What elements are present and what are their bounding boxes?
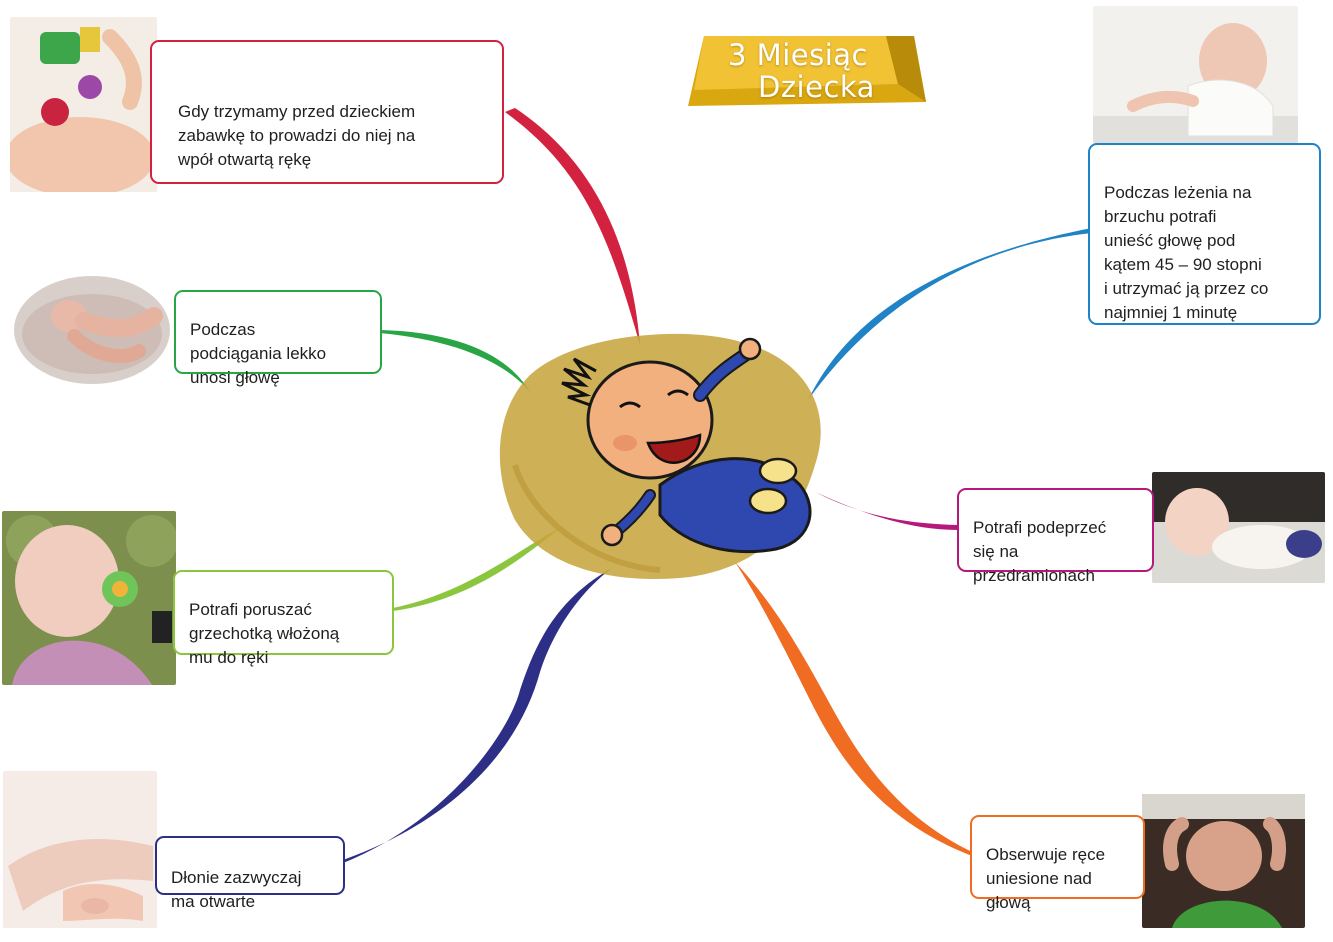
photo-baby-toy (10, 17, 157, 192)
node-mid-right: Potrafi podeprzeć się na przedramionach (957, 488, 1154, 585)
title-banner: 3 Miesiąc Dziecka (686, 32, 930, 112)
node-mid-right-text: Potrafi podeprzeć się na przedramionach (973, 518, 1107, 585)
branch-magenta (815, 492, 958, 530)
branch-blue (808, 228, 1092, 400)
branch-navy (343, 568, 612, 863)
branch-red (505, 108, 640, 345)
node-bottom-left: Dłonie zazwyczaj ma otwarte (155, 836, 345, 911)
branch-orange (735, 562, 972, 856)
node-top-right-text: Podczas leżenia na brzuchu potrafi unieś… (1104, 183, 1269, 322)
node-top-left-text: Gdy trzymamy przed dzieckiem zabawkę to … (178, 102, 416, 169)
node-mid-left-text: Podczas podciągania lekko unosi głowę (190, 320, 327, 387)
node-bottom-left-text: Dłonie zazwyczaj ma otwarte (171, 868, 302, 911)
photo-baby-watching-hands (1142, 794, 1305, 928)
node-bottom-right-text: Obserwuje ręce uniesione nad głową (986, 845, 1106, 912)
node-lower-left: Potrafi poruszać grzechotką włożoną mu d… (173, 570, 394, 667)
photo-baby-rattle (2, 511, 176, 685)
node-lower-left-text: Potrafi poruszać grzechotką włożoną mu d… (189, 600, 340, 667)
title-line-2: Dziecka (758, 70, 875, 104)
baby-cartoon (561, 337, 812, 554)
central-illustration (499, 333, 821, 580)
photo-baby-pull-up (14, 276, 170, 384)
title-line-1: 3 Miesiąc (728, 38, 868, 72)
node-bottom-right: Obserwuje ręce uniesione nad głową (970, 815, 1145, 912)
node-top-right: Podczas leżenia na brzuchu potrafi unieś… (1088, 143, 1321, 325)
photo-baby-tummy (1093, 6, 1298, 143)
photo-baby-hands (3, 771, 157, 928)
node-top-left: Gdy trzymamy przed dzieckiem zabawkę to … (150, 40, 504, 184)
node-mid-left: Podczas podciągania lekko unosi głowę (174, 290, 382, 387)
photo-baby-forearms (1152, 472, 1325, 583)
branch-green (380, 330, 530, 392)
